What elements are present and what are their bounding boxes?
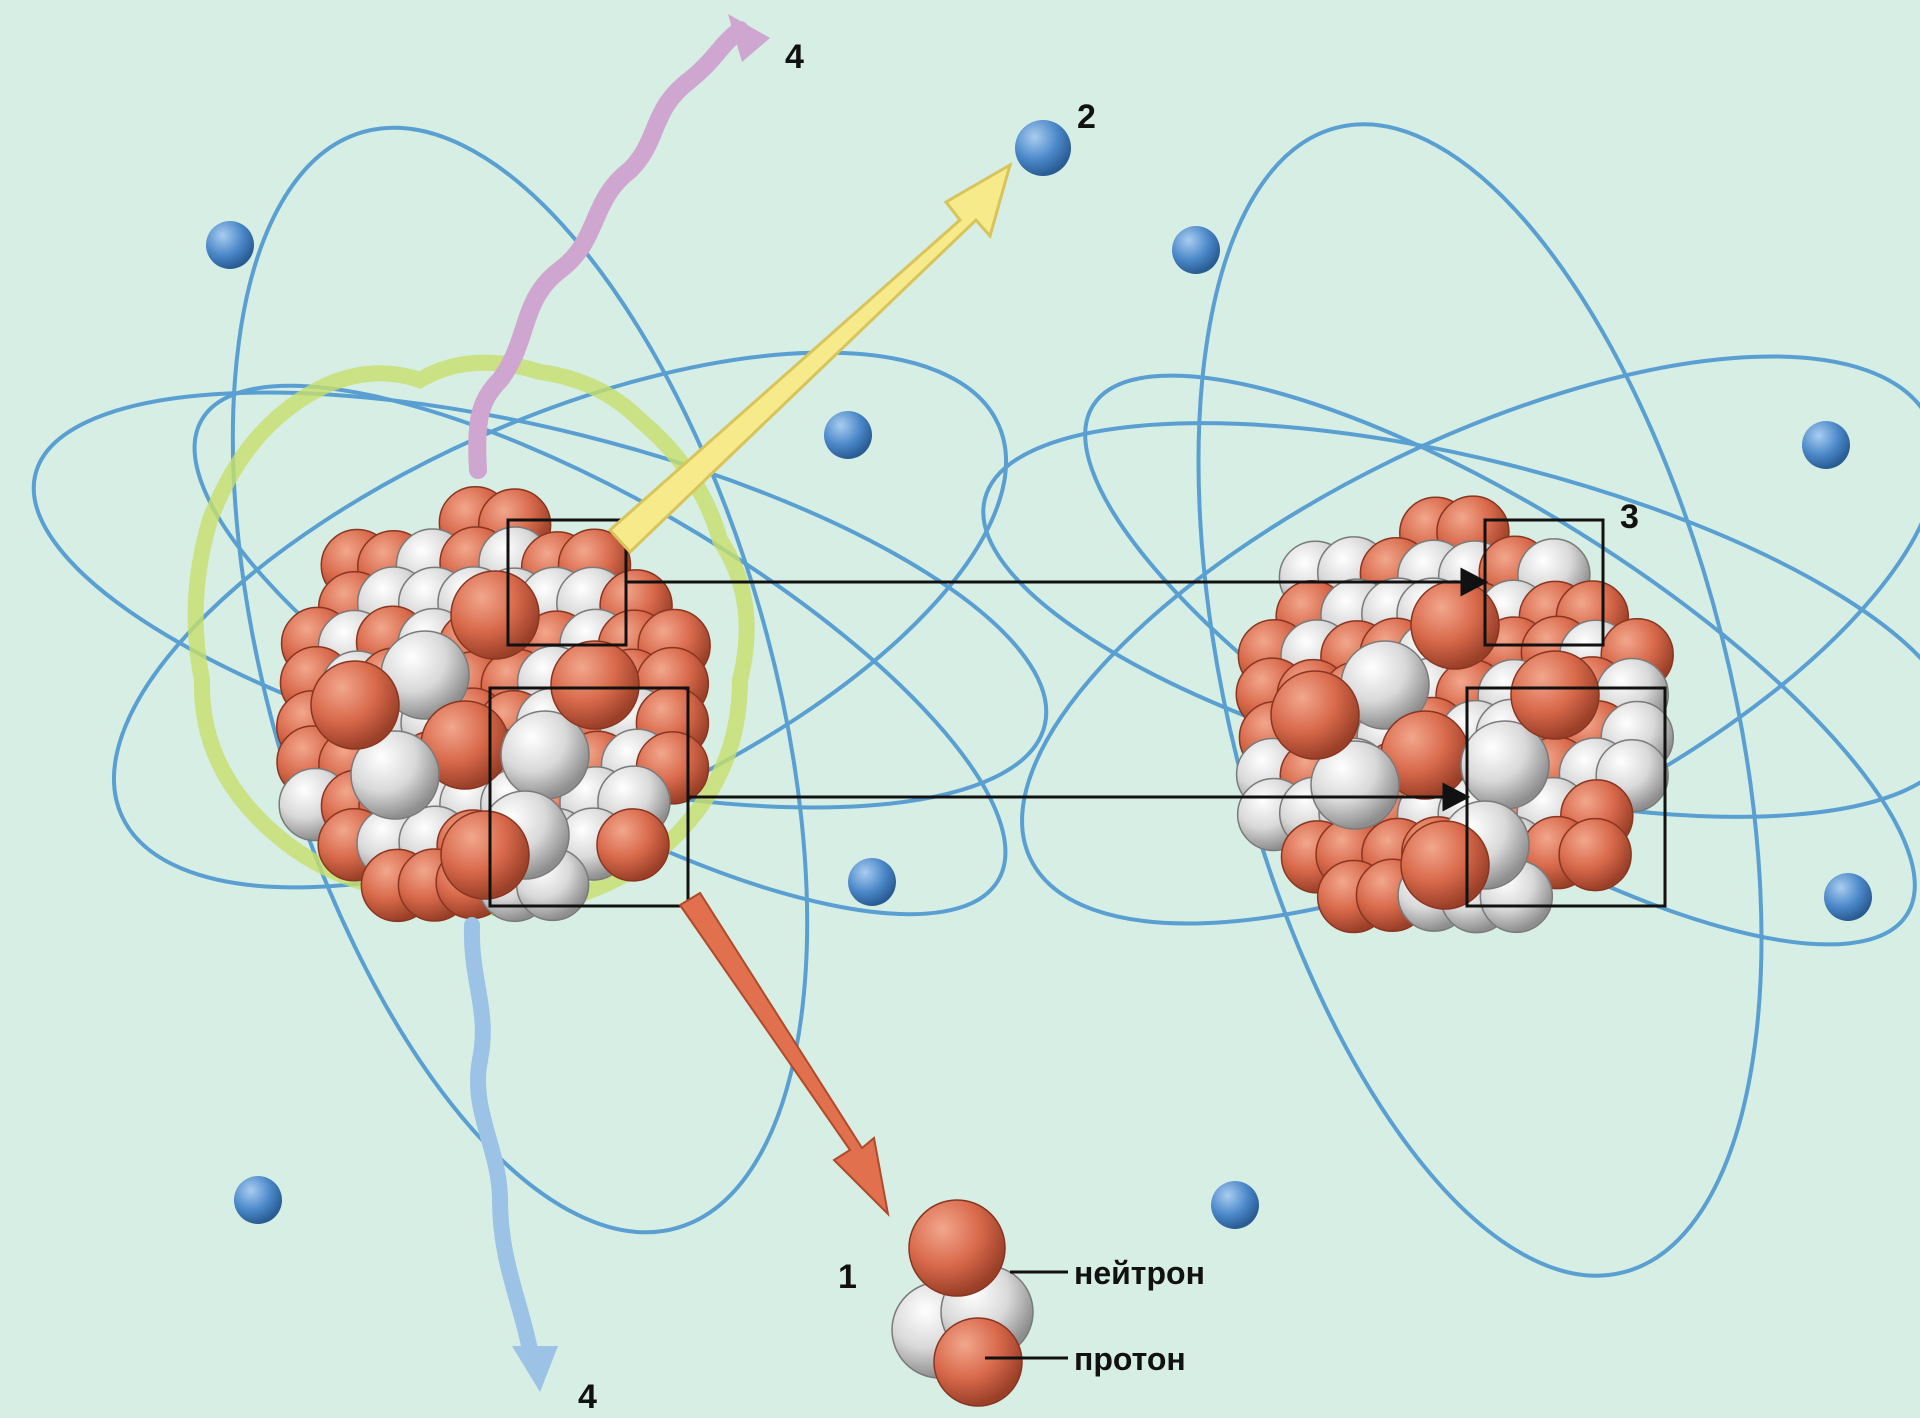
gamma-label-bottom: 4: [578, 1378, 597, 1416]
neutron-label: нейтрон: [1074, 1255, 1205, 1291]
electron: [1172, 226, 1220, 274]
electron: [234, 1176, 282, 1224]
proton-label: протон: [1074, 1341, 1186, 1377]
beta-arrow: [610, 165, 1010, 552]
proton-ball: [1559, 819, 1631, 891]
daughter-label: 3: [1620, 498, 1639, 536]
proton-ball: [311, 661, 399, 749]
alpha-particle: [892, 1200, 1033, 1406]
electron: [1211, 1181, 1259, 1229]
proton-ball: [441, 811, 529, 899]
alpha-label: 1: [838, 1258, 857, 1296]
alpha-emission: [680, 893, 1068, 1406]
electron: [848, 858, 896, 906]
gamma-ray-bottom: [472, 925, 530, 1350]
alpha-arrow: [680, 893, 888, 1214]
parent-nucleus: [277, 487, 710, 922]
daughter-atom: [943, 67, 1920, 1333]
electron: [1802, 421, 1850, 469]
parent-atom: [0, 63, 1086, 1297]
gamma-label-top: 4: [785, 38, 804, 76]
electron: [824, 411, 872, 459]
proton-ball: [1511, 651, 1599, 739]
electron: [1824, 873, 1872, 921]
proton-ball: [934, 1318, 1022, 1406]
proton-ball: [1401, 821, 1489, 909]
gamma-arrowhead-bottom: [512, 1346, 558, 1392]
beta-particle: [1015, 120, 1071, 176]
proton-ball: [1271, 671, 1359, 759]
proton-ball: [909, 1200, 1005, 1296]
beta-label: 2: [1077, 98, 1096, 136]
electron: [206, 221, 254, 269]
daughter-nucleus: [1236, 496, 1673, 933]
proton-ball: [597, 809, 669, 881]
proton-ball: [551, 641, 639, 729]
